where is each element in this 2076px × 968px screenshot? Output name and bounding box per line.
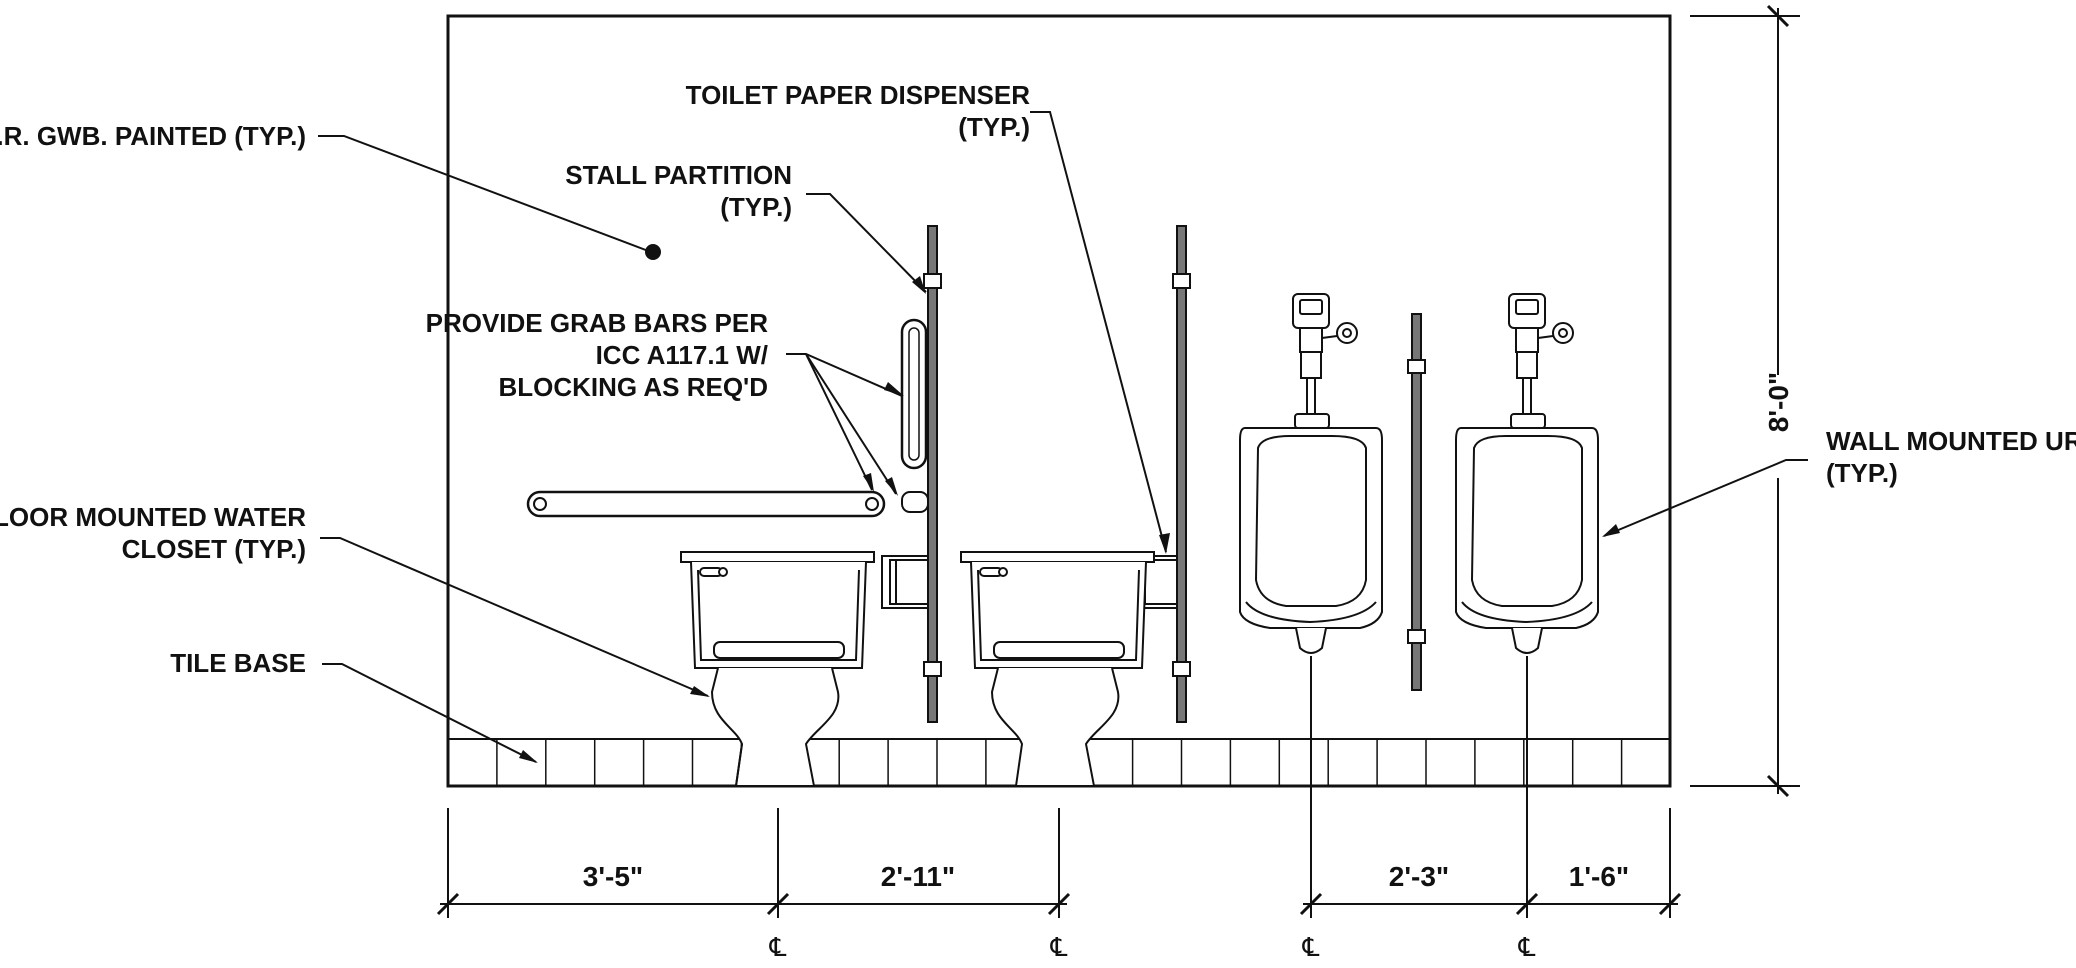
dimension-lines: [440, 8, 1800, 918]
grab-bar-horizontal: [526, 490, 929, 518]
label-water-closet-typ: CLOSET (TYP.): [122, 534, 306, 564]
centerline-symbol-1: ℄: [769, 933, 787, 963]
centerline-symbol-2: ℄: [1050, 933, 1068, 963]
label-wall-mounted-urinal: WALL MOUNTED URINAL: [1826, 426, 2076, 456]
dim-height-8ft: 8'-0": [1763, 372, 1794, 432]
dim-3ft-5in: 3'-5": [583, 861, 643, 892]
label-stall-partition: STALL PARTITION: [565, 160, 792, 190]
label-stall-partition-typ: (TYP.): [720, 192, 792, 222]
water-closet-1: [680, 551, 875, 787]
stall-partition-2: [1172, 225, 1191, 723]
stall-partition-1: [923, 225, 942, 723]
urinal-1: [1239, 293, 1383, 654]
label-grab-bars-line2: ICC A117.1 W/: [596, 340, 768, 370]
label-toilet-paper-dispenser-typ: (TYP.): [958, 112, 1030, 142]
label-tile-base: TILE BASE: [170, 648, 306, 678]
dim-1ft-6in: 1'-6": [1569, 861, 1629, 892]
leader-lines: [318, 111, 1808, 763]
centerline-symbol-4: ℄: [1518, 933, 1536, 963]
dim-2ft-11in: 2'-11": [881, 861, 955, 892]
dimension-ticks: [436, 4, 1790, 916]
dim-2ft-3in: 2'-3": [1389, 861, 1449, 892]
toilet-paper-dispenser-1: [881, 555, 929, 609]
urinal-screen: [1407, 313, 1426, 691]
leader-arrowheads: [519, 276, 1620, 763]
grab-bar-vertical: [900, 318, 928, 470]
centerline-symbol-3: ℄: [1302, 933, 1320, 963]
label-wall-mounted-urinal-typ: (TYP.): [1826, 458, 1898, 488]
water-closet-2: [960, 551, 1155, 787]
callout-dot: [645, 244, 661, 260]
label-toilet-paper-dispenser: TOILET PAPER DISPENSER: [686, 80, 1031, 110]
label-grab-bars-line1: PROVIDE GRAB BARS PER: [426, 308, 769, 338]
label-water-closet: FLOOR MOUNTED WATER: [0, 502, 306, 532]
urinal-2: [1455, 293, 1599, 654]
label-wr-gwb-painted: W.R. GWB. PAINTED (TYP.): [0, 121, 306, 151]
label-grab-bars-line3: BLOCKING AS REQ'D: [498, 372, 768, 402]
